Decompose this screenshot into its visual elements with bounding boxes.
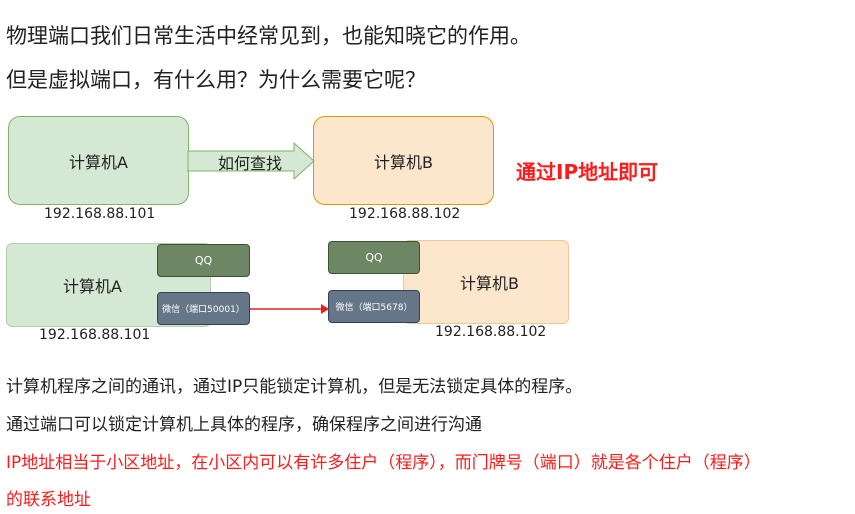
ip-address-b: 192.168.88.102 [349,206,461,222]
ip-address-a: 192.168.88.101 [44,206,156,222]
heading-line-1: 物理端口我们日常生活中经常见到，也能知晓它的作用。 [6,24,531,48]
note-line-3: IP地址相当于小区地址，在小区内可以有许多住户（程序），而门牌号（端口）就是各个… [6,453,761,473]
qq-app-a: QQ [157,244,250,277]
computer-b-box: 计算机B [313,116,494,205]
ip-address-a-detailed: 192.168.88.101 [39,327,151,343]
wechat-connection-arrow [250,304,329,314]
computer-b-box-detailed: 计算机B [403,240,569,324]
computer-b-label-detailed: 计算机B [460,274,519,293]
computer-a-label-detailed: 计算机A [63,277,122,296]
wechat-app-b: 微信（端口5678） [328,290,420,323]
ip-address-b-detailed: 192.168.88.102 [435,324,547,340]
computer-b-label: 计算机B [374,152,433,172]
computer-a-label: 计算机A [69,152,128,172]
note-line-2: 通过端口可以锁定计算机上具体的程序，确保程序之间进行沟通 [6,415,482,435]
wechat-app-b-label: 微信（端口5678） [335,303,413,313]
wechat-app-a-label: 微信（端口50001） [162,305,245,315]
answer-label: 通过IP地址即可 [516,160,659,184]
wechat-app-a: 微信（端口50001） [157,292,250,325]
find-arrow-label: 如何查找 [218,154,283,173]
qq-app-a-label: QQ [194,254,213,267]
find-arrow [187,141,315,181]
qq-app-b: QQ [328,241,420,274]
note-line-4: 的联系地址 [6,490,91,510]
heading-line-2: 但是虚拟端口，有什么用？为什么需要它呢？ [6,68,426,92]
qq-app-b-label: QQ [365,251,383,264]
note-line-1: 计算机程序之间的通讯，通过IP只能锁定计算机，但是无法锁定具体的程序。 [6,377,583,397]
computer-a-box: 计算机A [8,116,189,205]
